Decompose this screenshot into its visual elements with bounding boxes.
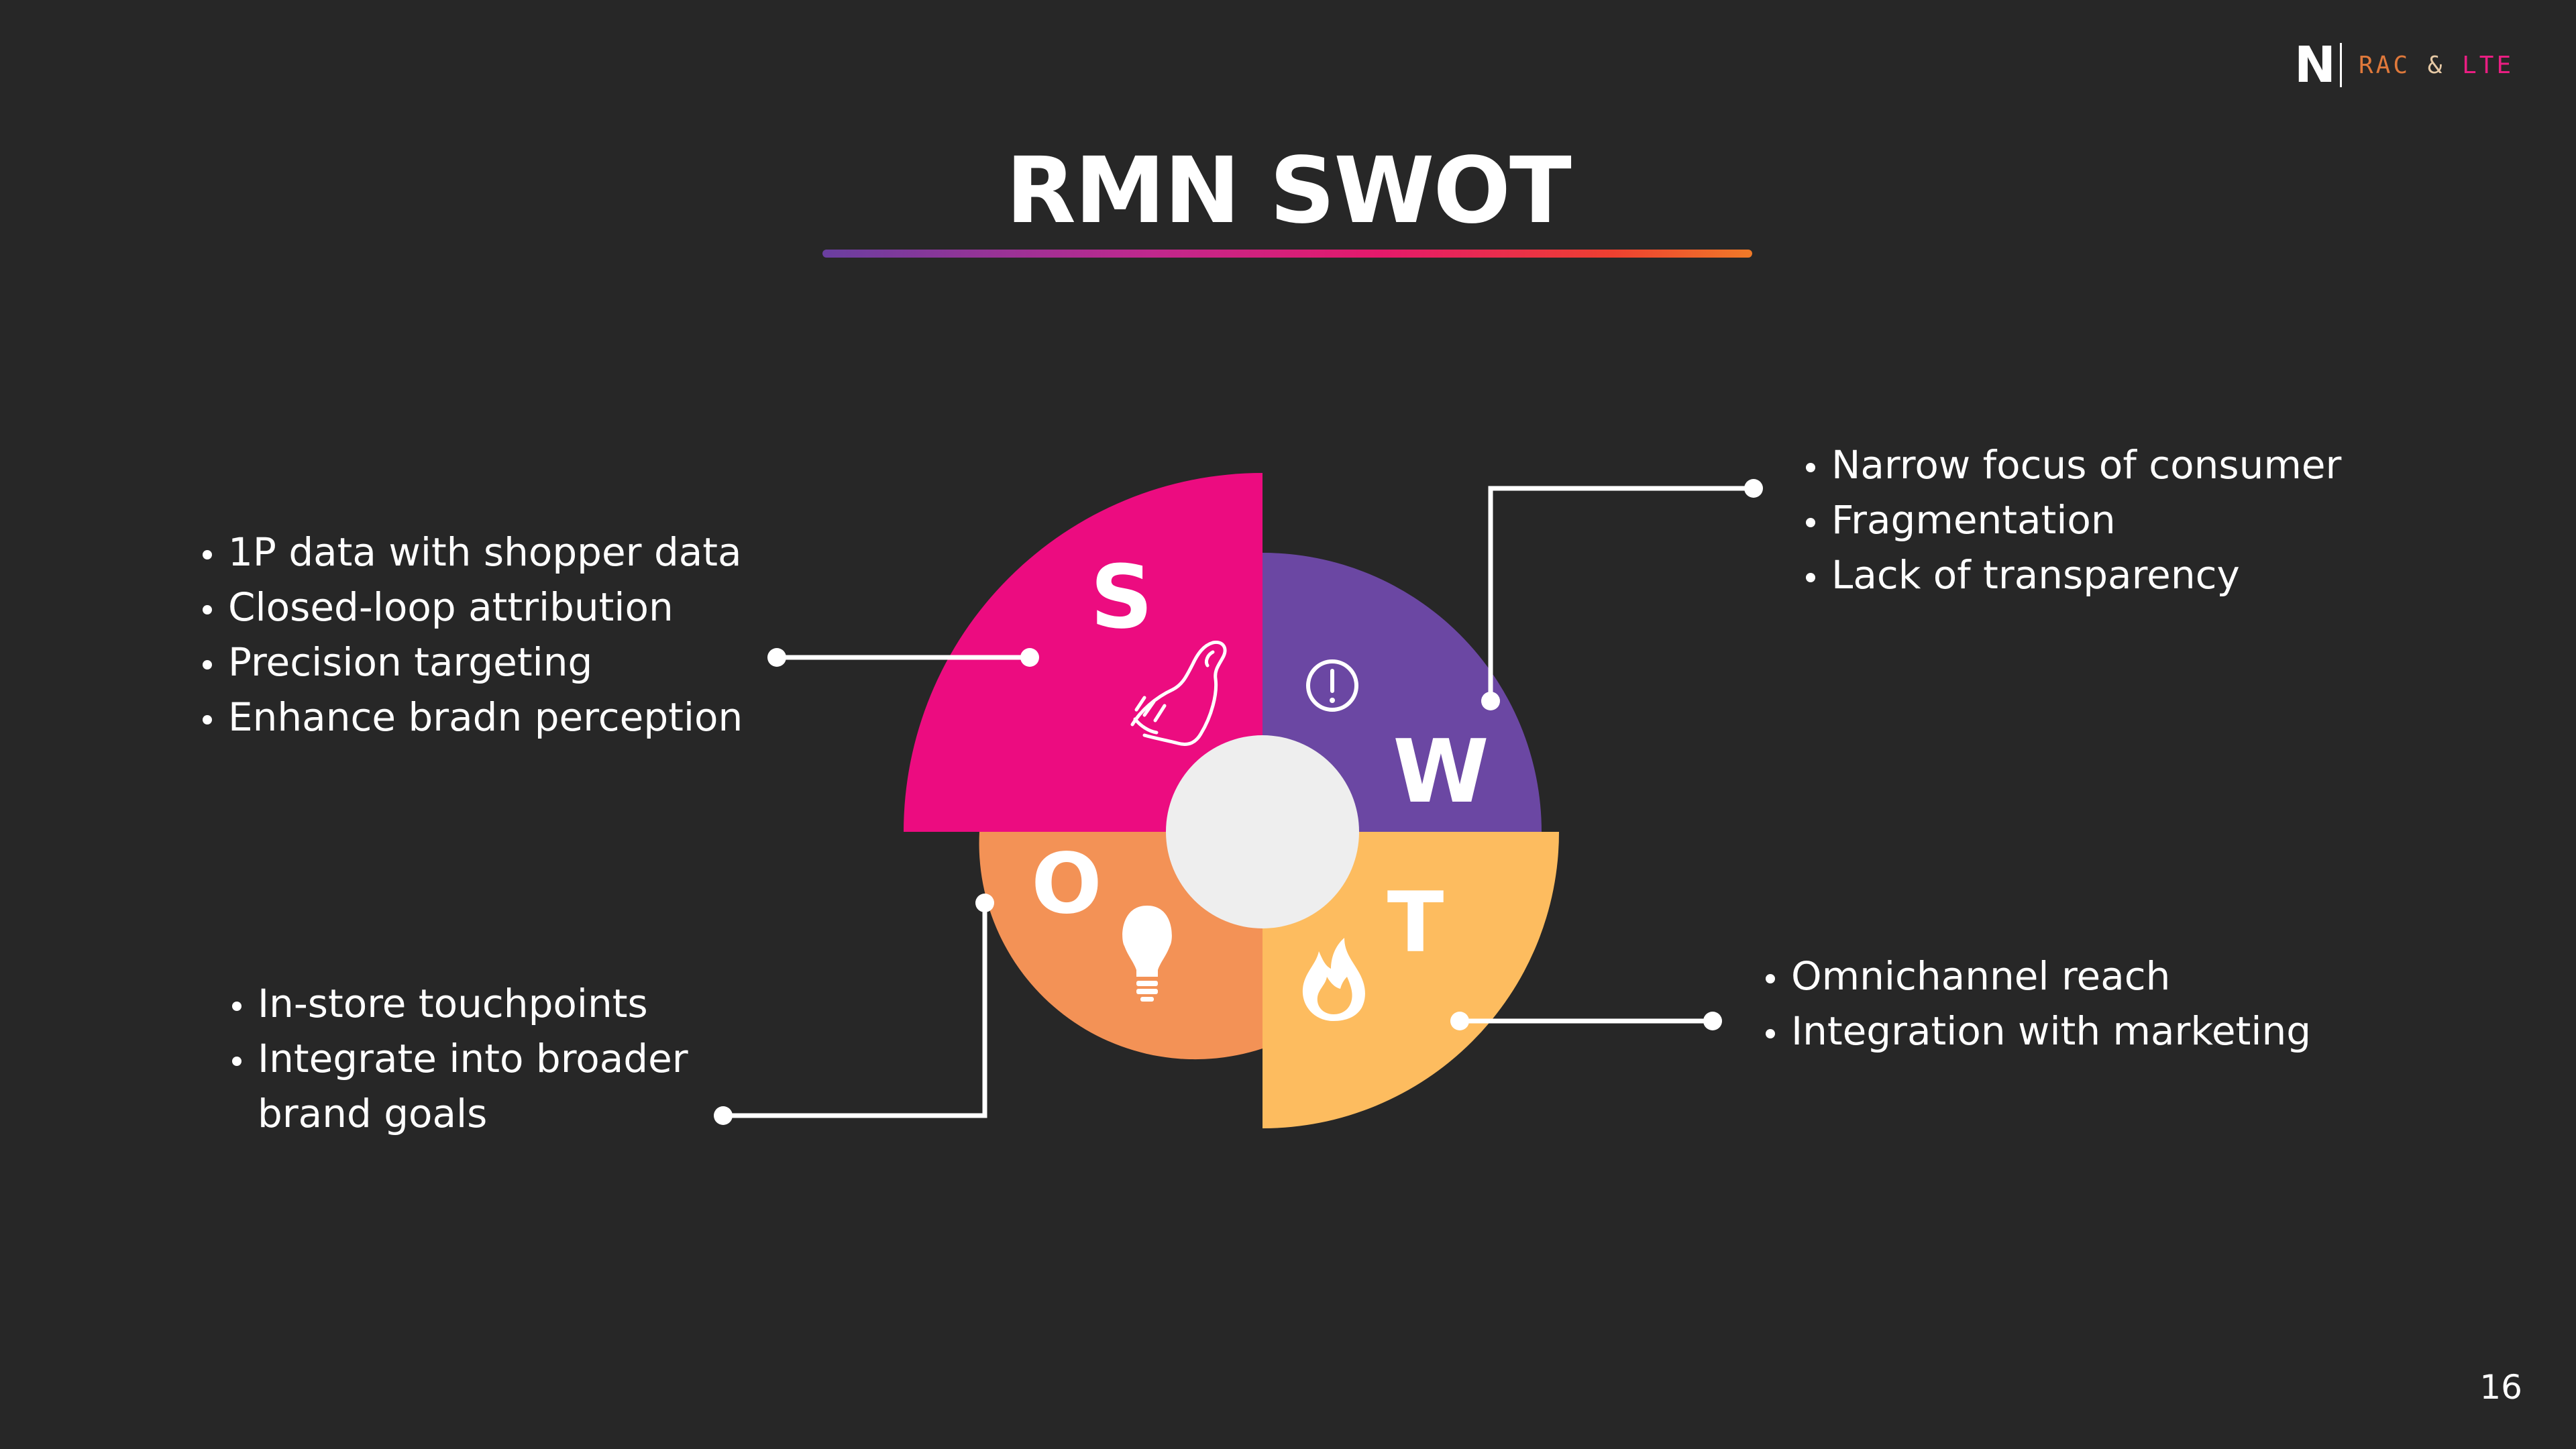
- weaknesses-letter: W: [1393, 720, 1489, 822]
- strengths-list: 1P data with shopper data Closed-loop at…: [200, 525, 804, 745]
- exclamation-icon: [1306, 659, 1358, 712]
- list-item: Omnichannel reach: [1763, 949, 2434, 1004]
- page-number: 16: [2479, 1368, 2522, 1407]
- list-item: In-store touchpoints: [229, 976, 739, 1031]
- opportunities-connector: [723, 903, 987, 1118]
- list-item: Lack of transparency: [1803, 547, 2474, 602]
- slide-title: RMN SWOT: [1006, 138, 1572, 244]
- list-item: Precision targeting: [200, 635, 804, 690]
- list-item: Narrow focus of consumer: [1803, 437, 2474, 492]
- weaknesses-connector: [1488, 486, 1754, 701]
- lightbulb-icon: [1122, 906, 1172, 1002]
- list-item: Closed-loop attribution: [200, 580, 804, 635]
- threats-quadrant: [1263, 832, 1559, 1128]
- connectors: [723, 486, 1754, 1118]
- logo-divider: [2340, 43, 2342, 87]
- threats-letter: T: [1387, 875, 1444, 971]
- opportunities-letter: O: [1031, 836, 1102, 932]
- logo-wordmark: RAC & LTE: [2359, 52, 2514, 79]
- list-item: Integration with marketing: [1763, 1004, 2434, 1059]
- connector-dots: [714, 479, 1763, 1125]
- list-item: 1P data with shopper data: [200, 525, 804, 580]
- brand-logo: N RAC & LTE: [2294, 36, 2536, 94]
- title-underline: [822, 250, 1752, 258]
- threats-list: Omnichannel reach Integration with marke…: [1763, 949, 2434, 1059]
- list-item: Integrate into broader brand goals: [229, 1031, 739, 1141]
- strengths-letter: S: [1090, 546, 1153, 648]
- weaknesses-list: Narrow focus of consumer Fragmentation L…: [1803, 437, 2474, 602]
- center-circle: [1166, 735, 1359, 928]
- weaknesses-quadrant: [1263, 553, 1542, 832]
- flexed-arm-icon: [1130, 640, 1227, 746]
- fire-icon: [1302, 938, 1365, 1021]
- list-item: Enhance bradn perception: [200, 690, 804, 745]
- logo-initial: N: [2294, 36, 2336, 94]
- opportunities-list: In-store touchpoints Integrate into broa…: [229, 976, 739, 1141]
- list-item: Fragmentation: [1803, 492, 2474, 547]
